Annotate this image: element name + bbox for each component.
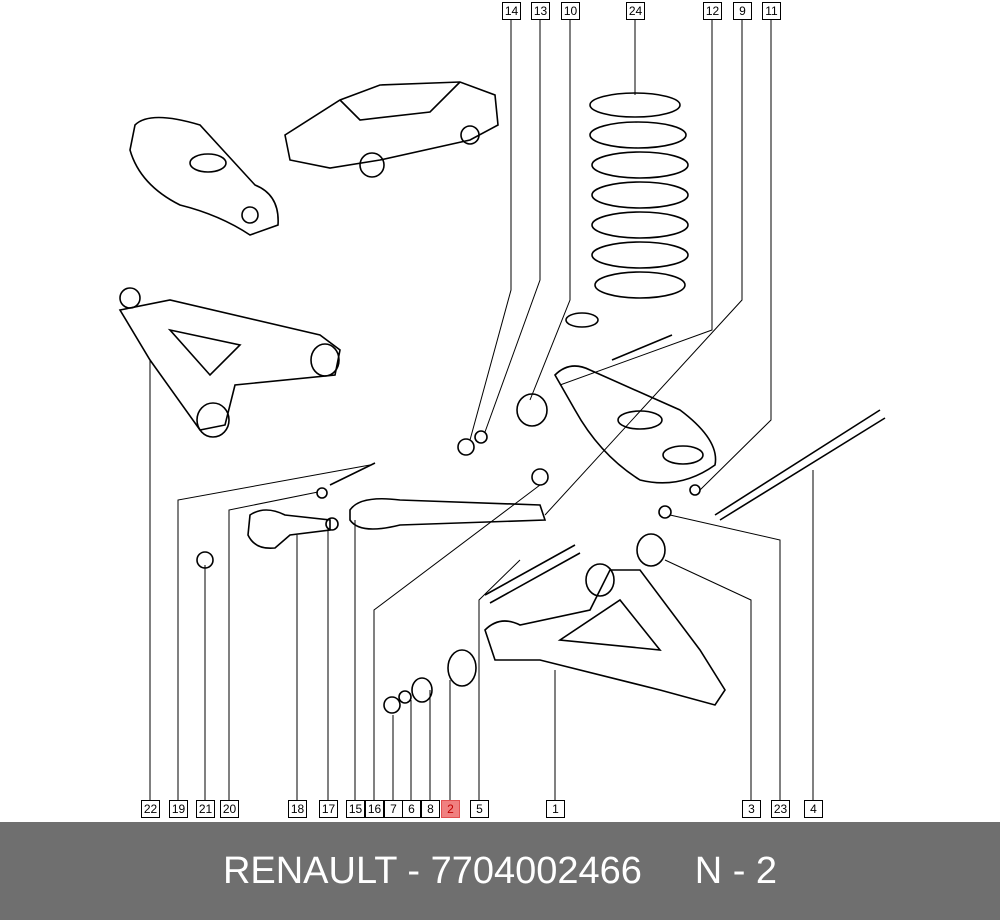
callout-18[interactable]: 18 [288, 800, 307, 818]
callout-8[interactable]: 8 [421, 800, 440, 818]
callout-1[interactable]: 1 [546, 800, 565, 818]
callout-23[interactable]: 23 [771, 800, 790, 818]
callout-21[interactable]: 21 [196, 800, 215, 818]
anti-roll-bar [196, 409, 886, 569]
car-illustration [284, 81, 499, 178]
callout-15[interactable]: 15 [346, 800, 365, 818]
upper-arm-top-view [129, 116, 279, 236]
callout-4[interactable]: 4 [804, 800, 823, 818]
callout-19[interactable]: 19 [169, 800, 188, 818]
part-number-footer: RENAULT - 7704002466 N - 2 [0, 822, 1000, 920]
lower-arm-right [383, 533, 726, 714]
callout-24[interactable]: 24 [626, 2, 645, 20]
callout-13[interactable]: 13 [531, 2, 550, 20]
callout-10[interactable]: 10 [561, 2, 580, 20]
lower-arm-left [118, 287, 341, 438]
callout-6[interactable]: 6 [402, 800, 421, 818]
callout-12[interactable]: 12 [703, 2, 722, 20]
callout-9[interactable]: 9 [733, 2, 752, 20]
callout-14[interactable]: 14 [502, 2, 521, 20]
suspension-parts-diagram [118, 20, 886, 800]
upper-arm-right [457, 334, 717, 486]
callout-20[interactable]: 20 [220, 800, 239, 818]
coil-spring [565, 92, 689, 328]
callout-11[interactable]: 11 [762, 2, 781, 20]
leader-lines [149, 20, 814, 800]
callout-7[interactable]: 7 [384, 800, 403, 818]
callout-5[interactable]: 5 [470, 800, 489, 818]
callout-3[interactable]: 3 [742, 800, 761, 818]
callout-16[interactable]: 16 [365, 800, 384, 818]
callout-17[interactable]: 17 [319, 800, 338, 818]
callout-22[interactable]: 22 [141, 800, 160, 818]
callout-2-highlighted[interactable]: 2 [441, 800, 460, 818]
